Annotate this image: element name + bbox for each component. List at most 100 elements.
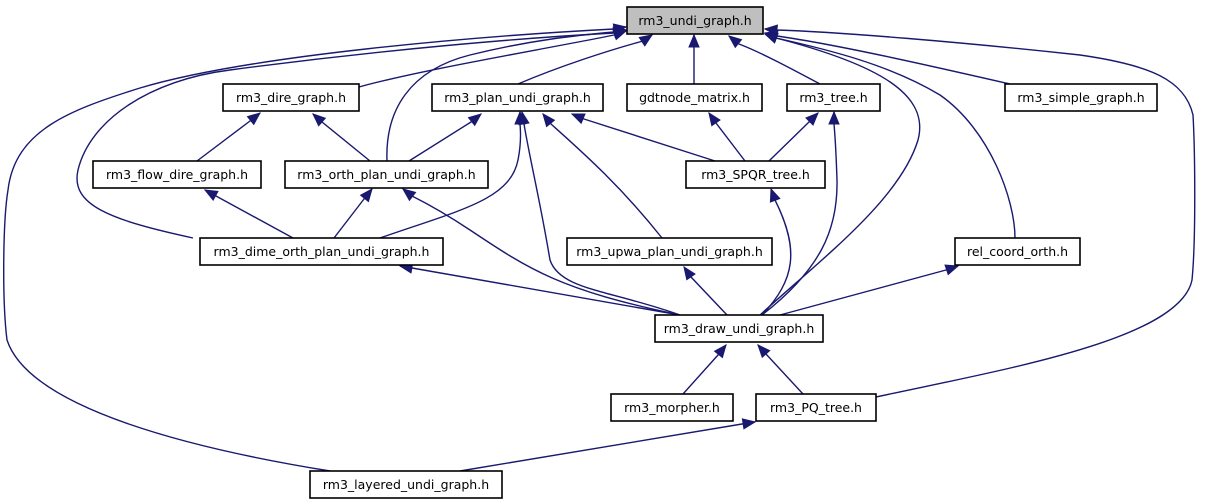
node-spqr[interactable]: rm3_SPQR_tree.h (685, 160, 826, 189)
node-label: gdtnode_matrix.h (639, 90, 750, 105)
edge-spqr-to-gdt (708, 111, 746, 162)
arrowhead-icon (683, 265, 696, 281)
node-box[interactable] (566, 237, 773, 266)
arrowhead-icon (570, 113, 586, 125)
arrowhead-icon (359, 187, 373, 203)
node-label: rm3_layered_undi_graph.h (323, 477, 489, 492)
edge-simple-to-undi (763, 30, 1011, 85)
node-label: rm3_morpher.h (624, 400, 720, 415)
node-box[interactable] (222, 83, 360, 112)
edge-line (517, 34, 653, 85)
node-morph[interactable]: rm3_morpher.h (610, 393, 734, 422)
edge-draw-to-dime (398, 262, 681, 316)
edge-plan-to-undi (517, 34, 654, 85)
node-flow[interactable]: rm3_flow_dire_graph.h (92, 160, 262, 189)
edge-spqr-to-plan (570, 113, 716, 162)
edge-line (764, 28, 1196, 398)
edge-draw-to-orth (401, 188, 681, 316)
edge-line (358, 30, 627, 88)
arrowhead-icon (763, 24, 778, 36)
node-simple[interactable]: rm3_simple_graph.h (1004, 83, 1158, 112)
arrowhead-icon (542, 112, 556, 128)
node-layer[interactable]: rm3_layered_undi_graph.h (309, 470, 503, 499)
node-box[interactable] (1004, 83, 1158, 112)
edge-line (408, 113, 482, 162)
arrowhead-icon (741, 418, 757, 430)
edge-line (759, 33, 921, 316)
edge-draw-to-rel (779, 264, 960, 316)
edge-upwa-to-plan (542, 112, 663, 239)
node-label: rm3_flow_dire_graph.h (106, 167, 248, 182)
node-box[interactable] (755, 393, 877, 422)
edge-draw-to-plan (518, 110, 681, 316)
node-box[interactable] (431, 83, 604, 112)
arrowhead-icon (246, 112, 262, 126)
node-label: rm3_upwa_plan_undi_graph.h (576, 244, 763, 259)
edge-layer-to-undi (3, 23, 628, 472)
node-gdt[interactable]: gdtnode_matrix.h (626, 83, 763, 112)
node-dire[interactable]: rm3_dire_graph.h (222, 83, 360, 112)
node-draw[interactable]: rm3_draw_undi_graph.h (654, 314, 824, 343)
edge-line (459, 421, 756, 472)
edge-spqr-to-tree (768, 112, 819, 162)
node-box[interactable] (685, 160, 826, 189)
edge-tree-to-undi (727, 35, 821, 85)
node-box[interactable] (654, 314, 824, 343)
edge-line (571, 113, 716, 162)
node-upwa[interactable]: rm3_upwa_plan_undi_graph.h (566, 237, 773, 266)
nodes-layer: rm3_undi_graph.h rm3_dire_graph.h rm3_plan… (92, 6, 1158, 499)
edge-gdt-to-undi (688, 33, 700, 84)
node-box[interactable] (610, 393, 734, 422)
edge-dime-to-orth (333, 187, 373, 239)
node-rel[interactable]: rel_coord_orth.h (954, 237, 1081, 266)
node-box[interactable] (786, 83, 881, 112)
node-box[interactable] (309, 470, 503, 499)
arrowhead-icon (203, 189, 219, 202)
edge-line (761, 112, 838, 316)
edge-draw-to-upwa (683, 265, 728, 316)
edge-flow-to-dire (196, 112, 262, 162)
edge-line (764, 33, 1016, 239)
node-box[interactable] (954, 237, 1081, 266)
edge-line (399, 265, 681, 316)
node-tree[interactable]: rm3_tree.h (786, 83, 881, 112)
node-label: rm3_PQ_tree.h (770, 400, 862, 415)
arrowhead-icon (312, 113, 327, 127)
node-box[interactable] (626, 83, 763, 112)
edges-layer (3, 23, 1196, 472)
arrowhead-icon (708, 111, 721, 127)
node-box[interactable] (199, 237, 444, 266)
edge-orth-to-dire (312, 113, 371, 162)
edge-line (76, 29, 627, 239)
node-pq[interactable]: rm3_PQ_tree.h (755, 393, 877, 422)
node-label: rel_coord_orth.h (967, 244, 1068, 259)
node-undi[interactable]: rm3_undi_graph.h (626, 6, 764, 35)
arrowhead-icon (467, 113, 483, 127)
arrowhead-icon (638, 34, 654, 47)
root-node-box[interactable] (626, 6, 764, 35)
edge-pq-to-draw (757, 344, 804, 395)
node-orth[interactable]: rm3_orth_plan_undi_graph.h (284, 160, 489, 189)
node-label: rm3_dime_orth_plan_undi_graph.h (214, 244, 430, 259)
node-label: rm3_SPQR_tree.h (701, 167, 810, 182)
edge-line (521, 111, 681, 316)
node-box[interactable] (92, 160, 262, 189)
edge-dime-to-flow (203, 189, 294, 239)
edge-dime-to-undi (76, 27, 628, 239)
arrowhead-icon (727, 35, 743, 49)
node-label: rm3_dire_graph.h (236, 90, 346, 105)
node-label: rm3_undi_graph.h (638, 13, 751, 28)
node-dime[interactable]: rm3_dime_orth_plan_undi_graph.h (199, 237, 444, 266)
edge-line (761, 188, 792, 316)
arrowhead-icon (805, 112, 819, 126)
arrowhead-icon (828, 110, 840, 125)
node-label: rm3_draw_undi_graph.h (664, 321, 815, 336)
node-box[interactable] (284, 160, 489, 189)
edge-line (204, 189, 294, 239)
arrowhead-icon (401, 188, 417, 202)
node-plan[interactable]: rm3_plan_undi_graph.h (431, 83, 604, 112)
arrowhead-icon (713, 343, 727, 359)
edge-line (764, 32, 1011, 85)
node-label: rm3_orth_plan_undi_graph.h (297, 167, 475, 182)
edge-line (379, 112, 522, 239)
